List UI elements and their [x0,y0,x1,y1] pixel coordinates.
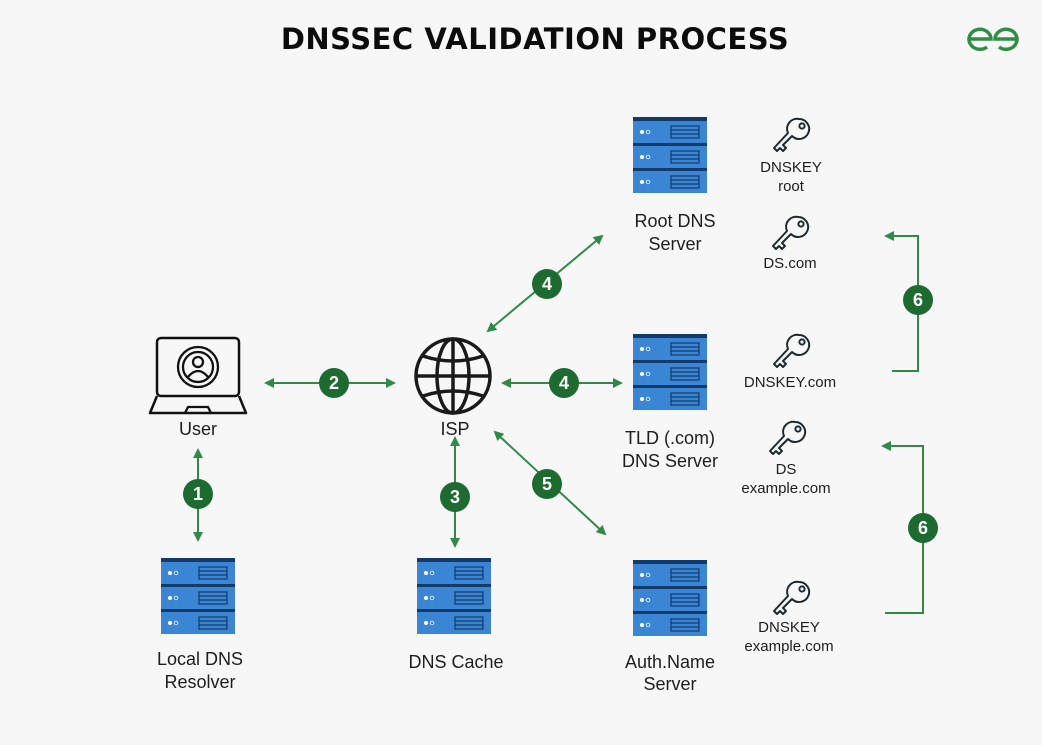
step-badge-4-tld: 4 [549,368,579,398]
step-badge-6-root: 6 [903,285,933,315]
step-badge-4-root: 4 [532,269,562,299]
diagram-title: DNSSEC VALIDATION PROCESS [280,22,790,56]
globe-icon [414,337,492,415]
key-icon-dnskey-com [773,333,811,368]
step-badge-3: 3 [440,482,470,512]
tld-server-icon [632,333,708,411]
laptop-user-icon [148,336,248,415]
isp-label: ISP [440,419,470,439]
key-icon-ds-example [769,420,807,455]
auth-server-icon [632,559,708,637]
key-label-ds-com: DS.com [763,255,817,272]
geeksforgeeks-logo-icon [967,27,1019,52]
key-icon-dnskey-example [773,580,811,615]
step-badge-6-tld: 6 [908,513,938,543]
step-badge-1: 1 [183,479,213,509]
root-server-icon [632,116,708,194]
step-badge-2: 2 [319,368,349,398]
local-resolver-server-icon [160,557,236,635]
key-icon-ds-com [772,215,810,250]
key-icon-dnskey-root [773,117,811,152]
dns-cache-label: DNS Cache [408,652,504,672]
key-label-dnskey-com: DNSKEY.com [743,374,837,391]
user-label: User [178,419,218,439]
dns-cache-server-icon [416,557,492,635]
step-badge-5: 5 [532,469,562,499]
